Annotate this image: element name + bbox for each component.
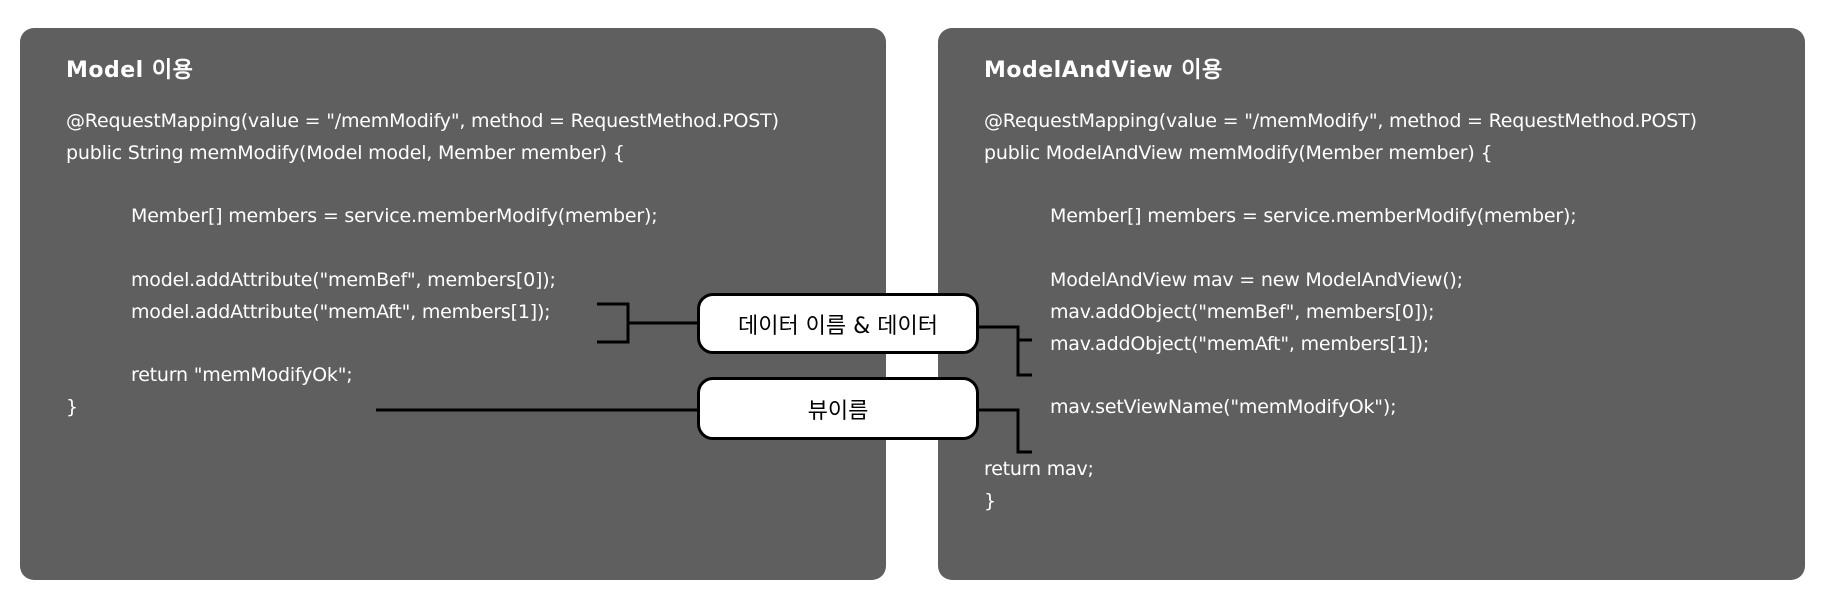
code-line: model.addAttribute("memBef", members[0])…	[131, 269, 556, 291]
data-name-and-data-label: 데이터 이름 & 데이터	[697, 293, 979, 354]
code-line: return mav;	[984, 458, 1094, 480]
code-line: }	[66, 396, 78, 418]
code-line: ModelAndView mav = new ModelAndView();	[1050, 269, 1463, 291]
code-line: Member[] members = service.memberModify(…	[131, 205, 658, 227]
code-line: @RequestMapping(value = "/memModify", me…	[66, 110, 779, 132]
code-line: mav.addObject("memAft", members[1]);	[1050, 333, 1430, 355]
modelandview-panel-title: ModelAndView 이용	[984, 58, 1223, 83]
view-name-label: 뷰이름	[697, 377, 979, 440]
code-line: model.addAttribute("memAft", members[1])…	[131, 301, 551, 323]
code-line: public ModelAndView memModify(Member mem…	[984, 142, 1493, 164]
code-line: public String memModify(Model model, Mem…	[66, 142, 625, 164]
code-line: return "memModifyOk";	[131, 364, 353, 386]
code-line: mav.addObject("memBef", members[0]);	[1050, 301, 1435, 323]
model-panel-title: Model 이용	[66, 58, 194, 83]
code-line: @RequestMapping(value = "/memModify", me…	[984, 110, 1697, 132]
modelandview-panel: ModelAndView 이용 @RequestMapping(value = …	[938, 28, 1805, 580]
code-line: mav.setViewName("memModifyOk");	[1050, 396, 1397, 418]
code-line: Member[] members = service.memberModify(…	[1050, 205, 1577, 227]
code-line: }	[984, 490, 996, 512]
